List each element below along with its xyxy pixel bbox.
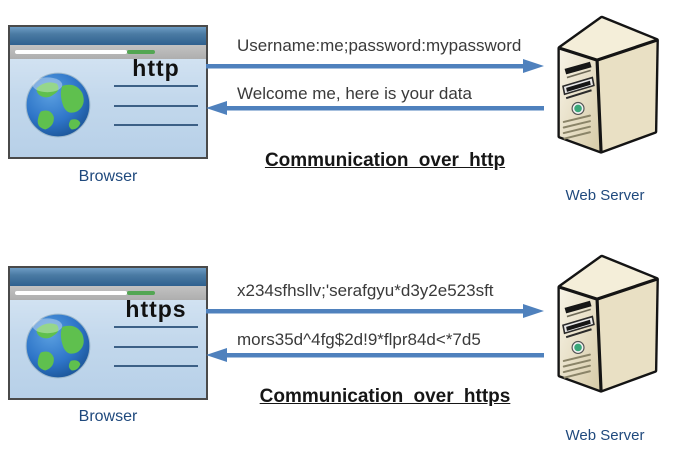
- browser-label: Browser: [78, 168, 138, 185]
- http-response-text: Welcome me, here is your data: [237, 84, 472, 103]
- address-bar: [15, 50, 127, 54]
- protocol-label: https: [125, 296, 187, 322]
- browser-content: https: [10, 296, 206, 398]
- browser-toolbar: [10, 286, 206, 300]
- arrow-right-icon: [206, 304, 544, 318]
- page-text-line: [114, 365, 198, 367]
- page-text-line: [114, 105, 198, 107]
- globe-icon: [25, 72, 91, 138]
- globe-icon: [25, 313, 91, 379]
- protocol-label: http: [132, 55, 180, 81]
- browser-window-https: https: [8, 266, 208, 400]
- address-bar: [15, 291, 127, 295]
- page-text-line: [114, 326, 198, 328]
- section-title-https: Communication over https: [259, 386, 511, 407]
- page-text-line: [114, 124, 198, 126]
- browser-content: http: [10, 55, 206, 157]
- server-label: Web Server: [565, 187, 645, 204]
- progress-bar: [127, 50, 155, 54]
- browser-window-http: http: [8, 25, 208, 159]
- https-request-text: x234sfhsllv;'serafgyu*d3y2e523sft: [237, 281, 494, 300]
- arrow-right-icon: [206, 59, 544, 73]
- browser-toolbar: [10, 45, 206, 59]
- http-request-text: Username:me;password:mypassword: [237, 36, 522, 55]
- section-title-http: Communication over http: [264, 150, 506, 171]
- progress-bar: [127, 291, 155, 295]
- arrow-left-icon: [206, 348, 544, 362]
- page-text-line: [114, 85, 198, 87]
- server-label: Web Server: [565, 427, 645, 444]
- page-text-line: [114, 346, 198, 348]
- server-tower-icon: [557, 15, 659, 154]
- browser-titlebar: [10, 27, 206, 45]
- https-response-text: mors35d^4fg$2d!9*flpr84d<*7d5: [237, 330, 481, 349]
- browser-titlebar: [10, 268, 206, 286]
- server-tower-icon: [557, 254, 659, 393]
- browser-label: Browser: [78, 408, 138, 425]
- arrow-left-icon: [206, 101, 544, 115]
